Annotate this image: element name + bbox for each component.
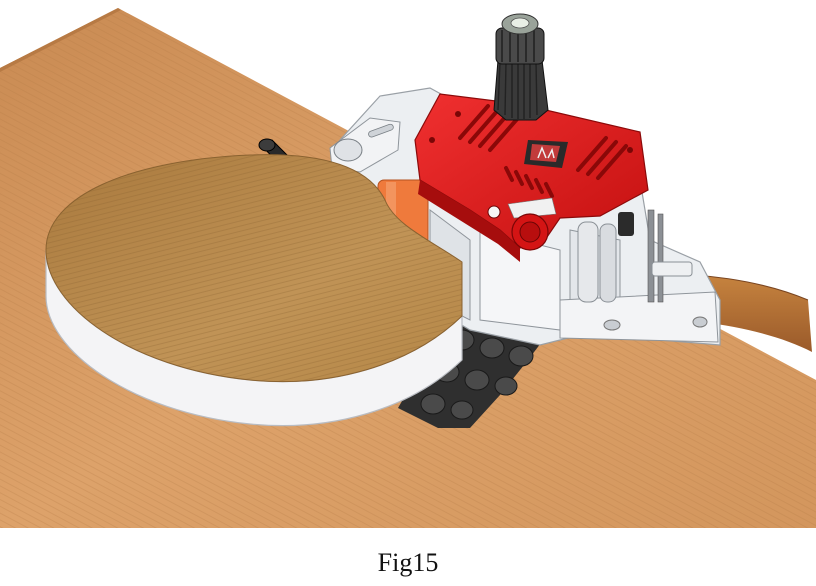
edge-banding-illustration [0, 8, 816, 528]
red-adjustment-knob [511, 213, 549, 251]
guide-rollers [577, 209, 693, 303]
figure-caption: Fig15 [377, 548, 439, 577]
warning-label-icon [524, 140, 568, 168]
round-workpiece [45, 154, 463, 427]
knurled-knob-icon [493, 13, 549, 121]
suction-cups [420, 329, 534, 420]
red-top-cover [414, 93, 649, 262]
